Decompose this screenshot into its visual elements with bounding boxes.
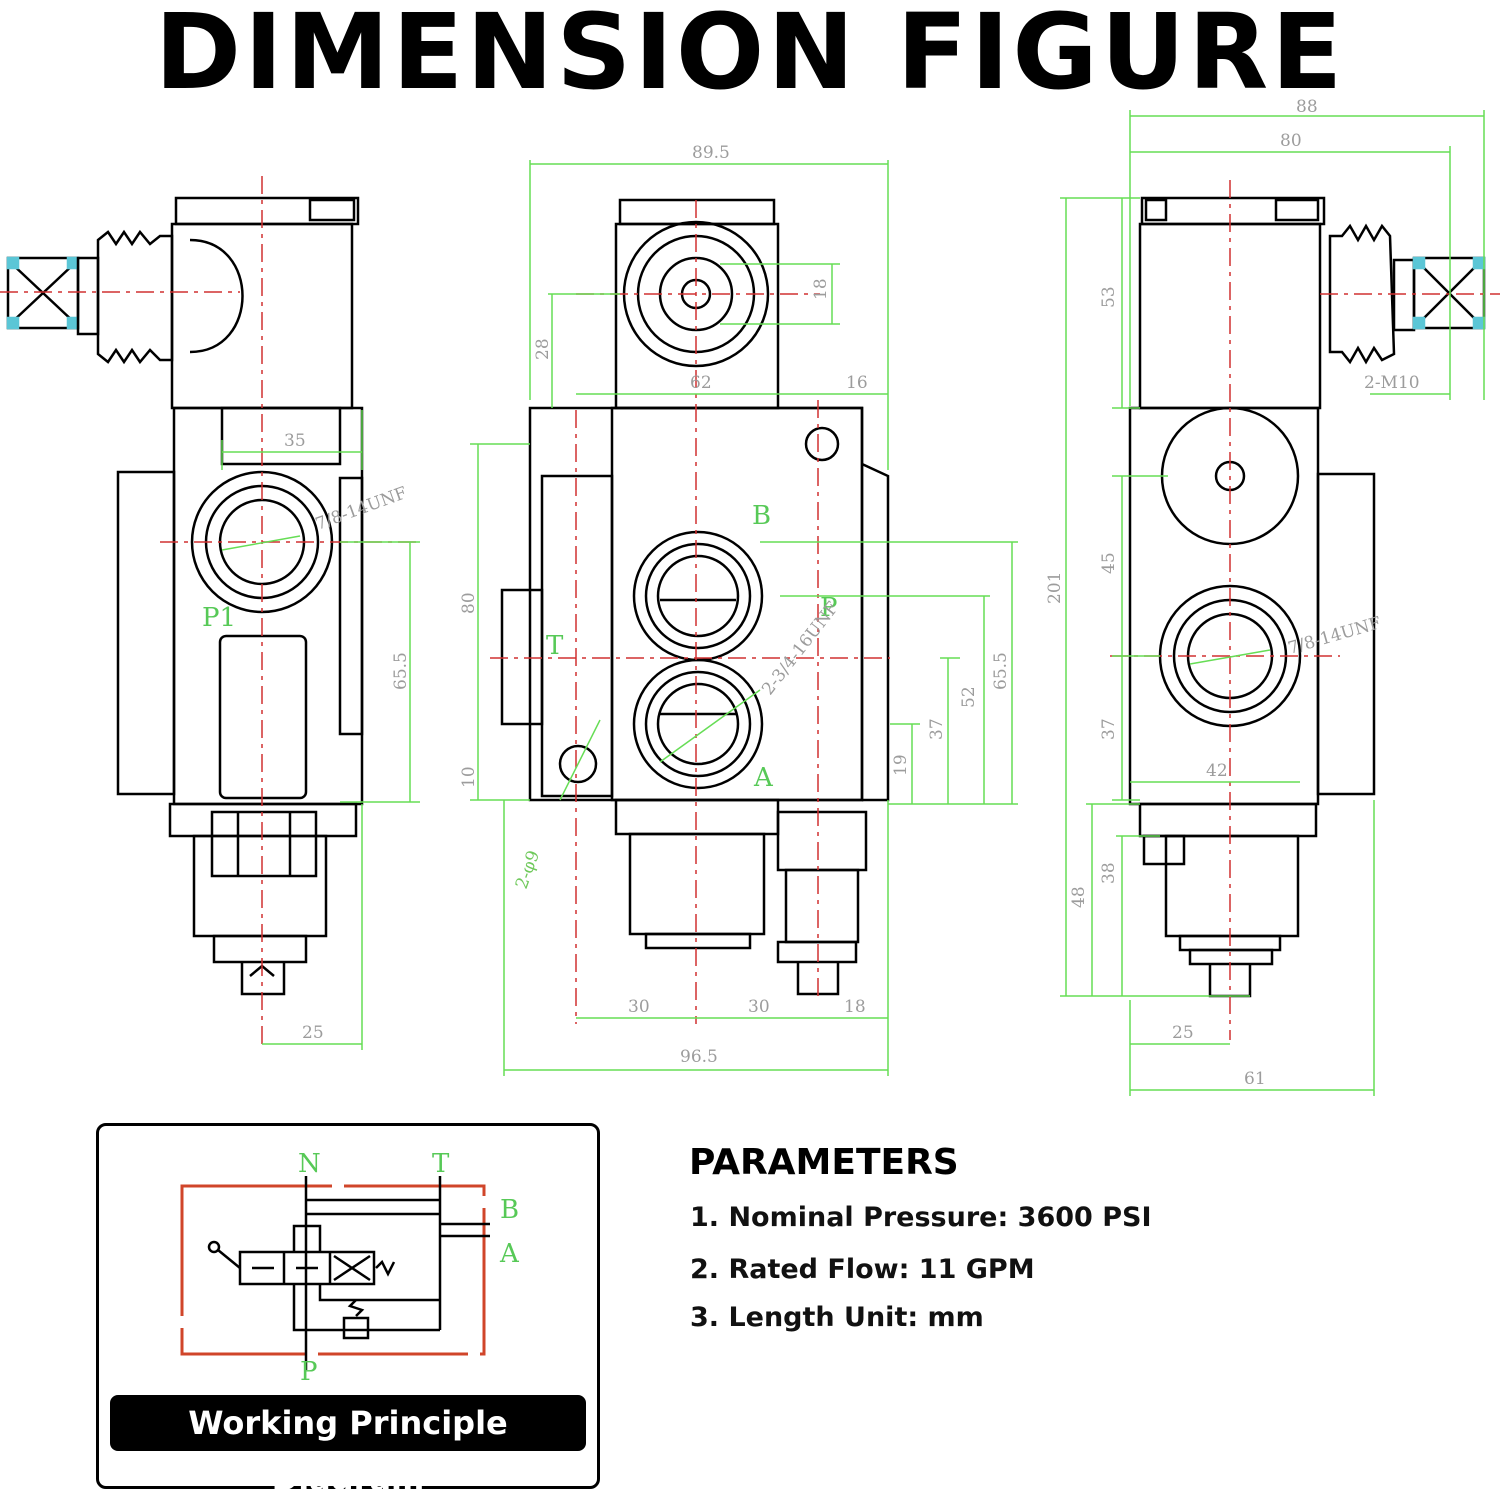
port-p1: P1 [202,603,236,633]
dim-18-bottom: 18 [844,997,866,1017]
dim-37-right: 37 [1099,718,1119,740]
dim-53: 53 [1099,286,1119,308]
dim-201: 201 [1045,572,1065,604]
dim-80-right: 80 [1280,131,1302,151]
center-centerlines [490,200,890,1024]
mount-label: 2-M10 [1364,373,1420,393]
parameters-title: PARAMETERS [689,1142,959,1183]
center-view [500,198,890,996]
hydraulic-schematic [180,1176,490,1370]
dim-35: 35 [284,431,306,451]
dim-37-center: 37 [927,718,947,740]
dim-42: 42 [1206,761,1228,781]
dim-89-5: 89.5 [692,143,730,163]
dim-80-center: 80 [459,592,479,614]
dim-10: 10 [459,766,479,788]
dim-25-left: 25 [302,1023,324,1043]
parameter-item: 1. Nominal Pressure: 3600 PSI [690,1202,1152,1233]
schematic-frame [180,1184,486,1356]
page-title: DIMENSION FIGURE [154,0,1346,113]
dim-65-5-center: 65.5 [991,652,1011,690]
parameter-item: 3. Length Unit: mm [690,1302,984,1333]
dim-88: 88 [1296,97,1318,117]
dim-30-b: 30 [748,997,770,1017]
parameter-item: 2. Rated Flow: 11 GPM [690,1254,1035,1285]
dim-62: 62 [690,373,712,393]
dim-38: 38 [1099,862,1119,884]
dim-45: 45 [1099,552,1119,574]
thread-label-center: 2-3/4-16UNF [758,598,843,699]
dim-28: 28 [533,338,553,360]
holes-label: 2-φ9 [512,848,544,892]
dim-61: 61 [1244,1069,1266,1089]
valve-body-right [1128,406,1320,806]
schematic-caption: Working Principle Diagram [110,1395,586,1498]
dim-25-right: 25 [1172,1023,1194,1043]
left-view [6,196,364,996]
port-t: T [546,631,564,661]
dim-30-a: 30 [628,997,650,1017]
dim-18-top: 18 [811,278,831,300]
port-a: A [753,763,774,793]
port-n: N [298,1149,321,1179]
dim-65-5-left: 65.5 [391,652,411,690]
dim-52: 52 [959,686,979,708]
thread-label-right: 7/8-14UNF [1286,613,1384,659]
dim-48: 48 [1069,886,1089,908]
dim-19: 19 [891,754,911,776]
right-view [1128,196,1486,998]
bellows [96,229,174,365]
dim-96-5: 96.5 [680,1047,718,1067]
left-dimensions [221,410,420,1050]
center-dimensions [470,160,1018,1076]
dim-16: 16 [846,373,868,393]
valve-body-front [528,406,864,802]
port-b-schematic: B [500,1195,519,1225]
port-b: B [752,501,771,531]
port-t-schematic: T [432,1149,450,1179]
port-a-schematic: A [499,1239,520,1269]
port-p: P [820,593,838,623]
right-dimensions [1060,110,1485,1096]
right-centerlines [1110,180,1500,1040]
schematic-box [96,1123,600,1489]
port-p-schematic: P [300,1357,318,1387]
relief-valve-symbol [342,1316,370,1340]
